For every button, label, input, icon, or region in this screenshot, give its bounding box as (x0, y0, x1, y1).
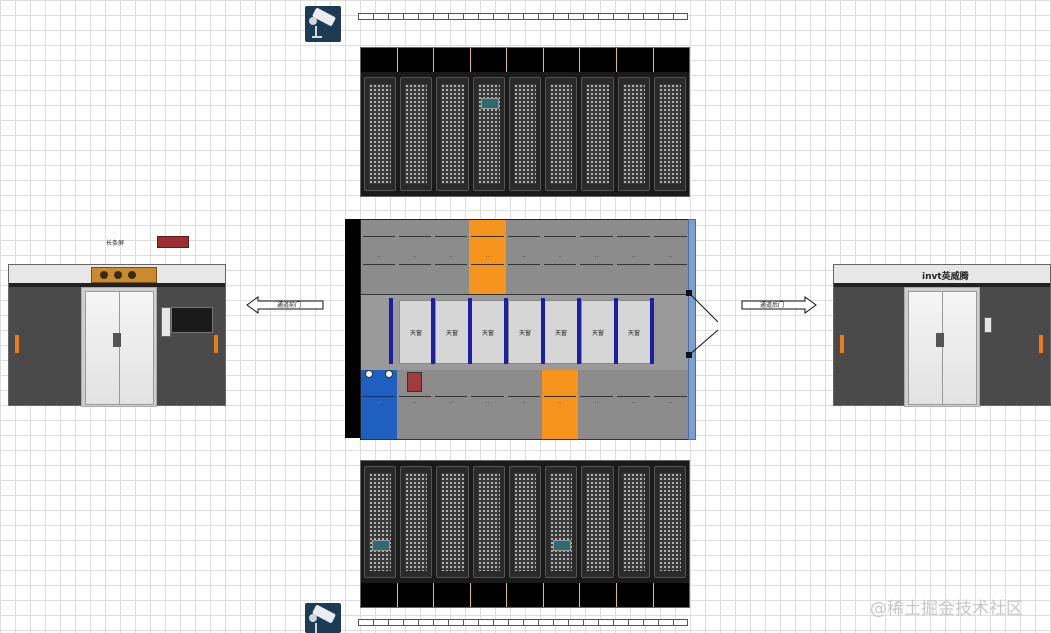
sensor-icon (365, 370, 373, 378)
front-door-left[interactable] (85, 291, 120, 405)
door-swing-icon (686, 290, 719, 358)
front-door-right[interactable] (119, 291, 154, 405)
rack-bottom-6[interactable] (545, 466, 578, 578)
rack-top-6[interactable] (545, 77, 578, 191)
rack-top-5[interactable] (508, 77, 542, 191)
cable-tray-bottom (358, 619, 688, 626)
rack-bottom-8[interactable] (617, 466, 650, 578)
long-strip-screen[interactable] (91, 267, 157, 283)
orange-cabinet-bottom[interactable]: ·· (542, 370, 579, 440)
rack-bottom-5[interactable] (508, 466, 542, 578)
rack-top-9[interactable] (653, 77, 686, 191)
fire-extinguisher-icon (407, 372, 422, 392)
aisle-right-end (688, 219, 696, 440)
skylight-panel[interactable]: 天窗 (435, 300, 469, 364)
rack-top-4[interactable] (472, 77, 505, 191)
long-strip-screen-label: 长条屏 (106, 240, 125, 247)
watermark: @稀土掘金技术社区 (870, 599, 1023, 619)
rack-top-1[interactable] (364, 77, 397, 191)
rack-display-icon (480, 98, 499, 109)
rear-door-label: 通道后门 (760, 302, 785, 309)
rack-top-7[interactable] (581, 77, 614, 191)
door-monitor-screen[interactable] (171, 307, 213, 333)
rear-door-right[interactable] (942, 291, 977, 405)
skylight-panel[interactable]: 天窗 (544, 300, 578, 364)
rack-bottom-4[interactable] (472, 466, 505, 578)
rack-bottom-2[interactable] (400, 466, 433, 578)
camera-bottom-icon (305, 603, 341, 633)
blue-cabinet[interactable]: ·· (361, 370, 398, 440)
sensor-icon (385, 370, 393, 378)
skylight-panel[interactable]: 天窗 (508, 300, 542, 364)
skylight-panel[interactable]: 天窗 (399, 300, 433, 364)
rack-top-3[interactable] (436, 77, 469, 191)
rack-row-bottom[interactable] (360, 460, 690, 608)
skylight-panel[interactable]: 天窗 (617, 300, 651, 364)
cold-aisle[interactable]: ·· ·· ·· ·· ·· ·· ·· ·· ·· 天窗 天窗 天窗 天窗 天… (360, 219, 690, 440)
rack-display-icon (372, 540, 390, 551)
rack-row-top[interactable] (360, 47, 690, 197)
rack-bottom-1[interactable] (364, 466, 397, 578)
access-control-panel[interactable] (984, 317, 992, 333)
brand-logo: invt英威腾 (922, 272, 969, 282)
door-handle-icon (936, 333, 944, 347)
rear-entrance-module[interactable]: invt英威腾 (833, 264, 1051, 407)
front-door-label: 通道前门 (277, 302, 302, 309)
orange-cabinet-top[interactable]: ·· (469, 220, 507, 295)
cable-tray-top (358, 13, 688, 20)
front-entrance-module[interactable] (8, 264, 226, 407)
rack-top-8[interactable] (617, 77, 650, 191)
screen-indicator[interactable] (157, 236, 189, 248)
rack-top-2[interactable] (400, 77, 433, 191)
camera-top-icon (305, 6, 341, 42)
rack-bottom-9[interactable] (653, 466, 686, 578)
rack-bottom-7[interactable] (581, 466, 614, 578)
skylight-panel[interactable]: 天窗 (471, 300, 505, 364)
aisle-left-end (345, 219, 360, 438)
arrow-right-icon (741, 296, 817, 314)
arrow-left-icon (246, 296, 324, 314)
skylight-panel[interactable]: 天窗 (581, 300, 615, 364)
rear-door-left[interactable] (908, 291, 943, 405)
rack-bottom-3[interactable] (436, 466, 469, 578)
access-control-panel[interactable] (161, 307, 171, 337)
rack-display-icon (553, 540, 572, 551)
door-handle-icon (113, 333, 121, 347)
